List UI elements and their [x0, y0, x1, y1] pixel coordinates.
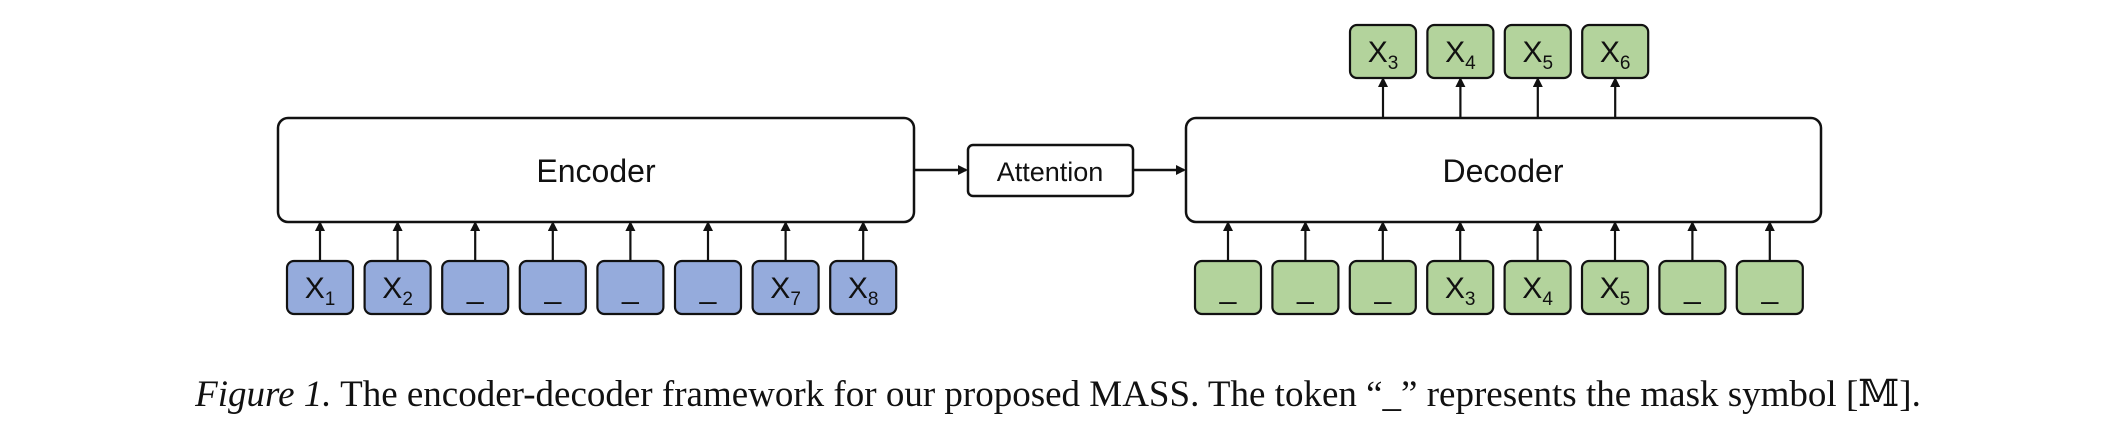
decoder-input-token: X5 [1580, 221, 1650, 316]
encoder-input-token-label: X7 [770, 272, 801, 310]
caption-label: Figure 1. [195, 374, 332, 415]
decoder-input-token-label: X4 [1522, 272, 1553, 310]
token-subscript: 5 [1543, 53, 1554, 74]
decoder-input-token: _ [1348, 221, 1417, 316]
encoder-input-token-label: X8 [848, 272, 879, 310]
encoder-input-token: _ [518, 221, 587, 316]
decoder-output-token: X4 [1426, 23, 1495, 118]
attention-label: Attention [997, 157, 1104, 187]
encoder-input-token: _ [441, 221, 510, 316]
token-base: X [1445, 36, 1465, 69]
token-base: _ [1760, 272, 1779, 305]
decoder-input-token-label: _ [1296, 272, 1315, 305]
encoder-input-token: X8 [829, 221, 898, 316]
token-base: _ [543, 272, 562, 305]
token-subscript: 5 [1620, 289, 1631, 310]
decoder-output-token: X6 [1581, 23, 1650, 118]
token-subscript: 3 [1465, 289, 1476, 310]
encoder-block: Encoder [276, 116, 916, 224]
decoder-output-token-label: X4 [1445, 36, 1476, 74]
caption-text: The encoder-decoder framework for our pr… [340, 374, 1921, 415]
encoder-input-token: _ [596, 221, 665, 316]
decoder-block: Decoder [1184, 116, 1823, 224]
decoder-output-token-label: X6 [1600, 36, 1631, 74]
encoder-input-token-label: X2 [382, 272, 413, 310]
decoder-input-token-label: _ [1683, 272, 1702, 305]
decoder-input-token-label: _ [1760, 272, 1779, 305]
token-base: _ [1296, 272, 1315, 305]
encoder-input-token-label: _ [699, 272, 718, 305]
encoder-input-token: X2 [363, 221, 432, 316]
token-subscript: 7 [790, 289, 801, 310]
decoder-input-token: X4 [1503, 221, 1572, 316]
token-base: X [1600, 36, 1620, 69]
token-subscript: 3 [1388, 53, 1399, 74]
token-base: _ [1683, 272, 1702, 305]
decoder-label: Decoder [1443, 153, 1564, 189]
decoder-output-token-label: X5 [1523, 36, 1554, 74]
figure-caption: Figure 1. The encoder-decoder framework … [0, 372, 2116, 416]
decoder-input-token-label: _ [1373, 272, 1392, 305]
token-base: X [1523, 36, 1543, 69]
token-base: X [1522, 272, 1542, 305]
token-subscript: 4 [1542, 289, 1553, 310]
decoder-input-token: _ [1271, 221, 1340, 316]
token-base: _ [1219, 272, 1238, 305]
token-subscript: 4 [1465, 53, 1476, 74]
encoder-input-token-label: X1 [305, 272, 336, 310]
encoder-input-token-label: _ [621, 272, 640, 305]
token-base: _ [699, 272, 718, 305]
token-base: _ [466, 272, 485, 305]
encoder-input-token-label: _ [466, 272, 485, 305]
token-base: X [1368, 36, 1388, 69]
token-base: X [382, 272, 402, 305]
token-base: _ [621, 272, 640, 305]
token-base: X [848, 272, 868, 305]
token-subscript: 1 [325, 289, 336, 310]
decoder-input-token: _ [1658, 221, 1727, 316]
decoder-input-token-label: X5 [1600, 272, 1631, 310]
attention-block: Attention [966, 143, 1135, 198]
token-subscript: 2 [402, 289, 413, 310]
decoder-output-token-label: X3 [1368, 36, 1399, 74]
encoder-input-token: _ [673, 221, 743, 316]
token-subscript: 6 [1620, 53, 1631, 74]
encoder-input-token-label: _ [543, 272, 562, 305]
decoder-input-token: _ [1193, 221, 1263, 316]
token-base: X [1600, 272, 1620, 305]
token-base: _ [1373, 272, 1392, 305]
encoder-input-token: X1 [285, 221, 355, 316]
decoder-input-token-label: _ [1219, 272, 1238, 305]
decoder-output-token: X5 [1503, 23, 1572, 118]
decoder-input-token: _ [1735, 221, 1804, 316]
decoder-output-token: X3 [1348, 23, 1418, 118]
token-base: X [1445, 272, 1465, 305]
token-subscript: 8 [868, 289, 879, 310]
decoder-input-token: X3 [1426, 221, 1495, 316]
decoder-input-token-label: X3 [1445, 272, 1476, 310]
encoder-label: Encoder [536, 153, 656, 189]
encoder-input-token: X7 [751, 221, 820, 316]
token-base: X [770, 272, 790, 305]
decoder-box [1184, 116, 1823, 224]
token-base: X [305, 272, 325, 305]
